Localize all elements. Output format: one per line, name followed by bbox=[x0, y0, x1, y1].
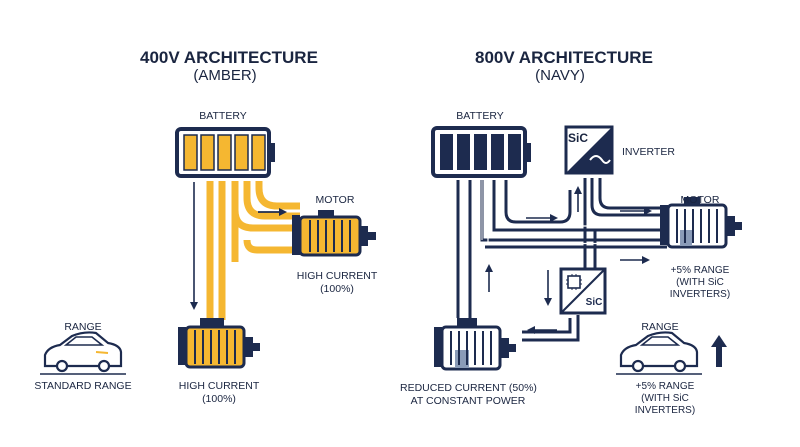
left-range-value: STANDARD RANGE bbox=[34, 380, 132, 392]
battery-icon bbox=[431, 126, 531, 178]
right-subtitle: (NAVY) bbox=[535, 67, 585, 84]
left-subtitle: (AMBER) bbox=[193, 67, 257, 84]
right-range-label: RANGE bbox=[641, 321, 679, 333]
left-range-label: RANGE bbox=[64, 321, 102, 333]
inverter-icon bbox=[564, 125, 614, 175]
left-motor-current-pct: (100%) bbox=[320, 283, 354, 295]
motor-icon bbox=[660, 197, 742, 249]
right-motor-range-3: INVERTERS) bbox=[669, 289, 731, 300]
navy-cables bbox=[456, 178, 667, 342]
inverter-chip-label: SiC bbox=[568, 131, 589, 145]
battery-icon bbox=[175, 127, 275, 178]
right-title: 800V ARCHITECTURE bbox=[475, 48, 653, 67]
right-bottom-motor-2: AT CONSTANT POWER bbox=[410, 395, 526, 407]
left-title: 400V ARCHITECTURE bbox=[140, 48, 318, 67]
left-battery-label: BATTERY bbox=[199, 110, 247, 122]
left-motor-current: HIGH CURRENT bbox=[296, 270, 378, 282]
motor-icon bbox=[292, 210, 376, 257]
right-motor-range-2: (WITH SiC bbox=[676, 277, 724, 288]
left-bottom-motor-current: HIGH CURRENT bbox=[178, 380, 260, 392]
left-motor-label: MOTOR bbox=[315, 194, 355, 206]
up-arrow-icon bbox=[711, 335, 727, 367]
right-range-3: INVERTERS) bbox=[634, 405, 696, 416]
right-bottom-motor-1: REDUCED CURRENT (50%) bbox=[400, 382, 537, 394]
motor-icon bbox=[434, 318, 516, 371]
right-range-2: (WITH SiC bbox=[641, 393, 689, 404]
left-bottom-motor-pct: (100%) bbox=[202, 393, 236, 405]
right-battery-label: BATTERY bbox=[456, 110, 504, 122]
car-icon bbox=[40, 331, 126, 375]
amber-cables bbox=[206, 181, 300, 320]
right-motor-range-1: +5% RANGE bbox=[670, 265, 730, 276]
car-icon bbox=[616, 331, 702, 375]
second-inverter-label: SiC bbox=[585, 297, 603, 308]
inverter-icon bbox=[559, 267, 607, 315]
inverter-label: INVERTER bbox=[622, 146, 675, 158]
motor-icon bbox=[178, 318, 260, 369]
chip-icon bbox=[566, 274, 582, 290]
right-range-1: +5% RANGE bbox=[635, 381, 695, 392]
navy-cables-highlight bbox=[487, 180, 667, 245]
right-motor-label: MOTOR bbox=[680, 194, 720, 206]
